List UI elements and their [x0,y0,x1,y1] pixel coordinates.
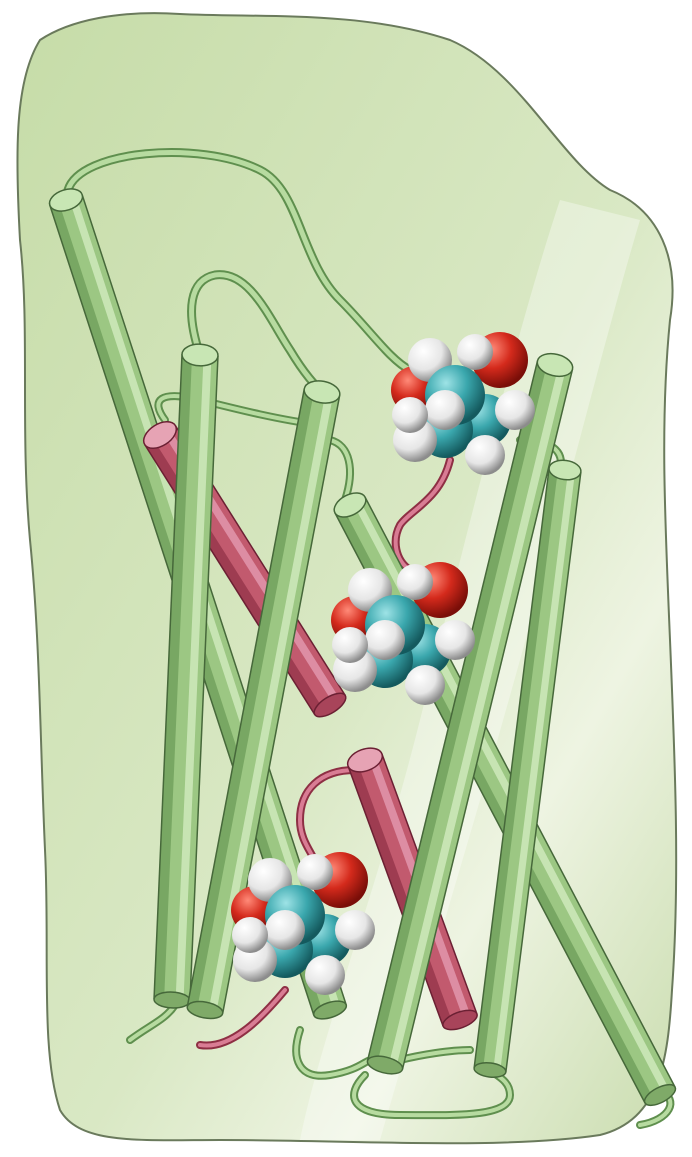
hydrogen-atom [332,627,368,663]
hydrogen-atom [495,390,535,430]
hydrogen-atom [435,620,475,660]
hydrogen-atom [265,910,305,950]
hydrogen-atom [397,564,433,600]
hydrogen-atom [335,910,375,950]
hydrogen-atom [405,665,445,705]
hydrogen-atom [297,854,333,890]
hydrogen-atom [365,620,405,660]
hydrogen-atom [392,397,428,433]
hydrogen-atom [305,955,345,995]
hydrogen-atom [425,390,465,430]
hydrogen-atom [232,917,268,953]
hydrogen-atom [465,435,505,475]
hydrogen-atom [457,334,493,370]
